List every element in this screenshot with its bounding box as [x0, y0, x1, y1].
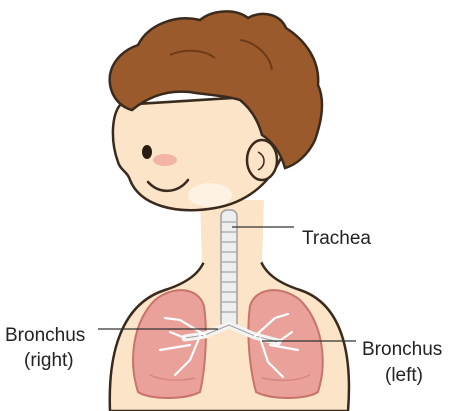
boy-head	[110, 11, 322, 210]
trachea-label: Trachea	[302, 228, 371, 249]
bronchus-right-label: Bronchus	[5, 325, 85, 346]
bronchus-right-sublabel: (right)	[24, 350, 74, 371]
bronchus-left-sublabel: (left)	[385, 365, 423, 386]
eye	[142, 145, 152, 159]
trachea-tube	[221, 210, 237, 328]
ear	[247, 140, 277, 180]
bronchus-left-label: Bronchus	[362, 339, 442, 360]
cheek	[153, 154, 177, 166]
